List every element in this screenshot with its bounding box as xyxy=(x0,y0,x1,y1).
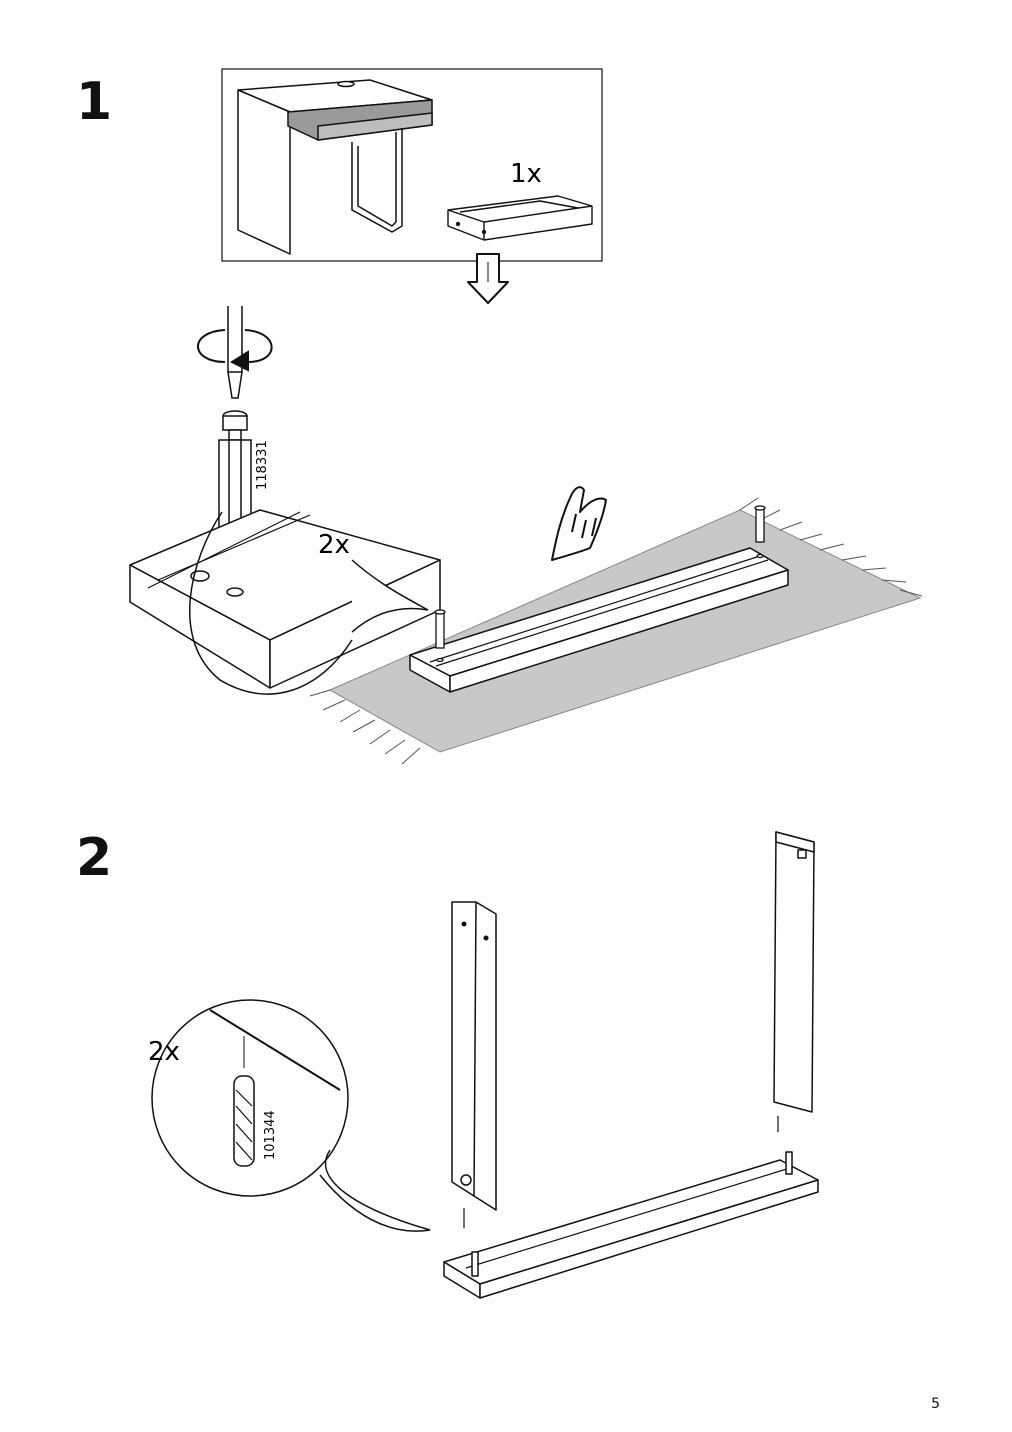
step-2-quantity-label: 2x xyxy=(148,1037,180,1067)
screwdriver-icon xyxy=(227,306,243,399)
step-1-part-number: 118331 xyxy=(255,440,270,490)
step-1-number: 1 xyxy=(76,72,113,132)
drawer-icon xyxy=(447,195,593,241)
zoom-callout-dowel xyxy=(151,999,431,1232)
zoom-callout xyxy=(189,511,429,695)
desk-icon xyxy=(237,79,433,255)
step-2-part-number: 101344 xyxy=(263,1110,278,1160)
step-1-quantity-label: 2x xyxy=(318,530,350,560)
side-panel-icon-right xyxy=(773,831,815,1132)
step-2-number: 2 xyxy=(76,828,113,888)
side-panel-icon-left xyxy=(451,901,497,1228)
cam-bolt-installed-left xyxy=(434,609,446,663)
board-icon-step2 xyxy=(443,1151,819,1299)
cam-bolt-icon xyxy=(218,410,252,590)
drawer-quantity-label: 1x xyxy=(510,159,542,189)
board-icon xyxy=(409,547,789,693)
rotate-arrow-icon xyxy=(197,329,273,372)
page-number: 5 xyxy=(931,1396,940,1412)
down-arrow-icon xyxy=(467,253,509,304)
hand-pointing-icon xyxy=(551,486,607,561)
dowel-icon xyxy=(233,1075,255,1167)
cam-bolt-installed-right xyxy=(754,505,766,559)
